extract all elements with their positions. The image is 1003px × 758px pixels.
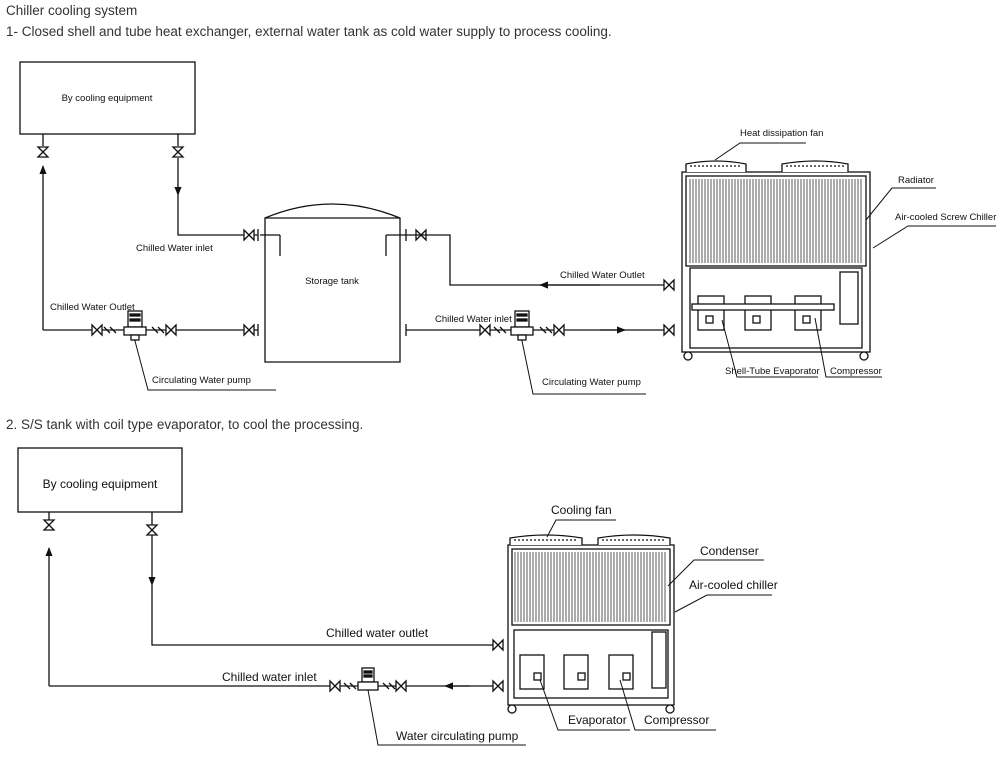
- d1-compressor: Compressor: [830, 366, 882, 377]
- valve-icon: [479, 323, 491, 337]
- d2-air-cooled-chiller: Air-cooled chiller: [689, 578, 778, 592]
- valve-icon: [42, 519, 56, 531]
- valve-icon: [36, 146, 50, 158]
- valve-icon: [243, 228, 255, 242]
- d1-radiator: Radiator: [898, 175, 934, 186]
- d1-chilled-water-outlet-right: Chilled Water Outlet: [560, 270, 645, 281]
- valve-icon: [553, 323, 565, 337]
- cooling-equipment-box-2: [17, 447, 183, 513]
- diagram-1: [19, 61, 996, 395]
- section-2-heading: 2. S/S tank with coil type evaporator, t…: [6, 417, 364, 432]
- d2-chilled-water-inlet: Chilled water inlet: [222, 670, 317, 684]
- valve-icon: [663, 278, 675, 292]
- circulating-pump-right: [510, 310, 534, 341]
- storage-tank: [260, 203, 406, 363]
- d1-chilled-water-inlet-left: Chilled Water inlet: [136, 243, 213, 254]
- d1-equipment-label: By cooling equipment: [62, 93, 153, 104]
- valve-icon: [492, 638, 504, 652]
- valve-icon: [171, 146, 185, 158]
- valve-icon: [165, 323, 177, 337]
- valve-icon: [395, 679, 407, 693]
- d2-equipment-label: By cooling equipment: [43, 477, 158, 491]
- d1-chilled-water-outlet-left: Chilled Water Outlet: [50, 302, 135, 313]
- diagram-2: [17, 447, 772, 746]
- d2-evaporator: Evaporator: [568, 713, 627, 727]
- valve-icon: [492, 679, 504, 693]
- d2-chilled-water-outlet: Chilled water outlet: [326, 626, 429, 640]
- d1-circulating-pump-right: Circulating Water pump: [542, 377, 641, 388]
- d2-condenser: Condenser: [700, 544, 759, 558]
- page-title: Chiller cooling system: [6, 3, 138, 18]
- valve-icon: [329, 679, 341, 693]
- valve-icon: [243, 323, 255, 337]
- d1-shell-tube-evaporator: Shell-Tube Evaporator: [725, 366, 820, 377]
- d1-heat-dissipation-fan: Heat dissipation fan: [740, 128, 823, 139]
- d1-circulating-pump-left: Circulating Water pump: [152, 375, 251, 386]
- water-circulating-pump: [357, 667, 379, 691]
- d2-water-circulating-pump: Water circulating pump: [396, 729, 519, 743]
- d1-chilled-water-inlet-right: Chilled Water inlet: [435, 314, 512, 325]
- air-cooled-chiller: [507, 534, 675, 714]
- d1-air-cooled-screw-chiller: Air-cooled Screw Chiller: [895, 212, 996, 223]
- d2-compressor: Compressor: [644, 713, 709, 727]
- valve-icon: [145, 524, 159, 536]
- circulating-pump-left: [123, 310, 147, 341]
- d2-cooling-fan: Cooling fan: [551, 503, 612, 517]
- d1-storage-tank-label: Storage tank: [305, 276, 359, 287]
- valve-icon: [663, 323, 675, 337]
- section-1-heading: 1- Closed shell and tube heat exchanger,…: [6, 24, 612, 39]
- air-cooled-screw-chiller: [681, 160, 871, 361]
- valve-icon: [91, 323, 103, 337]
- cooling-equipment-box-1: [19, 61, 196, 135]
